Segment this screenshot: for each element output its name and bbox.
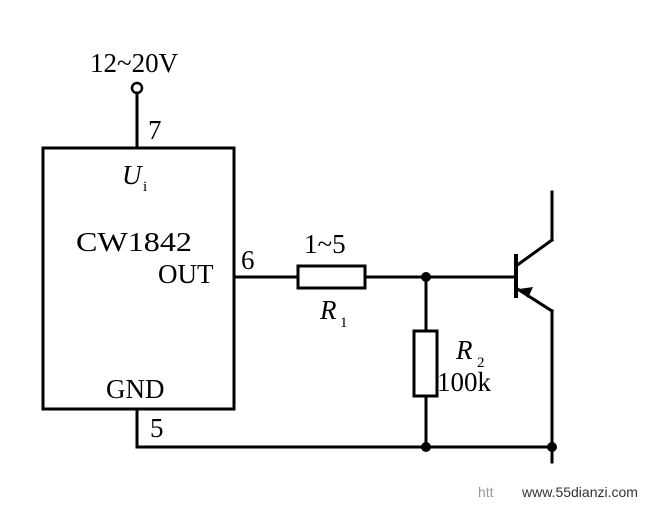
r1-symbol: R <box>319 295 337 325</box>
transistor-collector <box>513 237 555 269</box>
r1-subscript: 1 <box>340 315 348 331</box>
watermark-url: www.55dianzi.com <box>521 484 638 500</box>
resistor-r2 <box>412 329 439 398</box>
ic-gnd-label: GND <box>106 374 165 404</box>
r2-value-label: 100k <box>437 367 492 397</box>
pin-7-label: 7 <box>148 115 162 145</box>
pin-6-label: 6 <box>241 245 255 275</box>
watermark-prefix: htt <box>478 484 494 500</box>
r2-subscript: 2 <box>477 355 485 371</box>
ic-part-label: CW1842 <box>76 227 192 257</box>
resistor-r1 <box>296 264 367 290</box>
ic-input-symbol: U <box>122 160 143 190</box>
junction-gnd-r2 <box>421 442 431 452</box>
supply-voltage-label: 12~20V <box>90 48 179 78</box>
r2-symbol: R <box>455 335 473 365</box>
r1-value-label: 1~5 <box>304 229 346 259</box>
junction-gnd-emitter <box>547 442 557 452</box>
ic-input-subscript: i <box>143 179 147 195</box>
ic-out-label: OUT <box>158 259 214 289</box>
transistor-emitter <box>513 285 555 314</box>
emitter-arrow <box>519 287 533 298</box>
pin-5-label: 5 <box>150 413 164 443</box>
